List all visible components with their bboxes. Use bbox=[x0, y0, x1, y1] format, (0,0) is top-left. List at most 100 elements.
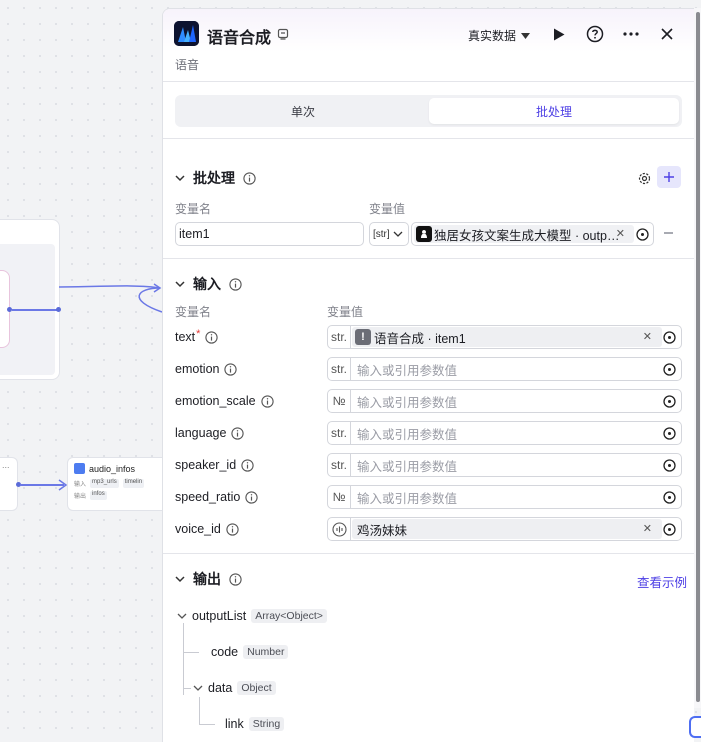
chevron-down-icon bbox=[175, 576, 185, 583]
tree-line bbox=[199, 697, 200, 725]
info-icon[interactable] bbox=[229, 572, 242, 586]
reference-text: 语音合成 · item1 bbox=[374, 331, 466, 346]
col-label-value: 变量值 bbox=[369, 202, 406, 216]
chevron-down-icon bbox=[175, 281, 185, 288]
param-name: emotion bbox=[175, 362, 220, 376]
clear-value-icon[interactable]: ✕ bbox=[642, 523, 652, 535]
mini-node-title: audio_infos bbox=[74, 463, 170, 474]
info-icon[interactable] bbox=[226, 522, 239, 536]
required-marker: * bbox=[196, 328, 201, 340]
info-icon[interactable] bbox=[231, 426, 245, 440]
divider bbox=[163, 138, 694, 139]
play-icon bbox=[554, 28, 565, 40]
info-icon[interactable] bbox=[229, 277, 242, 291]
help-icon bbox=[586, 25, 604, 43]
reference-target-icon[interactable] bbox=[663, 523, 676, 536]
output-name: data bbox=[208, 681, 233, 695]
output-tree-item[interactable]: data Object bbox=[193, 681, 276, 695]
param-label-speaker-id: speaker_id bbox=[175, 458, 254, 472]
mini-row-label: 输出 bbox=[74, 494, 87, 500]
plus-icon bbox=[664, 172, 674, 182]
type-indicator: № bbox=[328, 486, 351, 508]
data-source-select[interactable]: 真实数据 bbox=[468, 27, 531, 44]
reference-target-icon[interactable] bbox=[663, 459, 676, 472]
tab-batch[interactable]: 批处理 bbox=[429, 98, 679, 124]
reference-target-icon[interactable] bbox=[663, 395, 676, 408]
more-options-button[interactable] bbox=[620, 23, 642, 45]
reference-target-icon[interactable] bbox=[636, 228, 649, 241]
info-icon[interactable] bbox=[245, 490, 258, 504]
see-example-link[interactable]: 查看示例 bbox=[637, 576, 688, 590]
tts-logo-icon bbox=[174, 21, 199, 46]
language-field[interactable]: str. 输入或引用参数值 bbox=[327, 421, 682, 445]
output-tree-item[interactable]: link String bbox=[225, 717, 285, 731]
param-label-emotion-scale: emotion_scale bbox=[175, 394, 274, 408]
remove-batch-row-button[interactable] bbox=[664, 232, 673, 234]
tree-line bbox=[183, 623, 184, 695]
voice-chip: 鸡汤妹妹 bbox=[352, 519, 662, 539]
placeholder-text: 输入或引用参数值 bbox=[357, 459, 458, 474]
input-heading: 输入 bbox=[193, 276, 221, 292]
reference-target-icon[interactable] bbox=[663, 427, 676, 440]
emotion-field[interactable]: str. 输入或引用参数值 bbox=[327, 357, 682, 381]
reference-target-icon[interactable] bbox=[663, 331, 676, 344]
chevron-down-icon bbox=[175, 175, 185, 182]
audio-infos-node[interactable]: audio_infos 输入 mp3_urls timelin 输出 infos bbox=[67, 457, 177, 511]
output-section-header[interactable]: 输出 bbox=[175, 569, 242, 589]
info-icon[interactable] bbox=[241, 458, 254, 472]
output-tree-item[interactable]: outputList Array<Object> bbox=[177, 609, 327, 623]
more-dots-icon bbox=[623, 32, 639, 36]
tab-single[interactable]: 单次 bbox=[290, 104, 315, 119]
settings-gear-icon[interactable] bbox=[638, 172, 651, 185]
info-icon[interactable] bbox=[224, 362, 238, 376]
panel-scrollbar-thumb[interactable] bbox=[696, 12, 700, 702]
edge-line bbox=[12, 309, 58, 311]
edit-title-icon[interactable] bbox=[277, 28, 289, 40]
close-button[interactable] bbox=[656, 23, 678, 45]
batch-type-select[interactable]: [str] bbox=[369, 222, 409, 246]
port-dot[interactable] bbox=[56, 307, 61, 312]
clear-value-icon[interactable]: ✕ bbox=[642, 331, 652, 343]
code-node-icon bbox=[74, 463, 85, 474]
batch-reference-field[interactable]: 独居女孩文案生成大模型 · outp… ✕ bbox=[411, 222, 654, 246]
reference-target-icon[interactable] bbox=[663, 491, 676, 504]
add-batch-button[interactable] bbox=[657, 166, 681, 188]
clear-reference-icon[interactable]: ✕ bbox=[615, 228, 625, 240]
info-icon[interactable] bbox=[243, 171, 256, 185]
output-heading: 输出 bbox=[193, 571, 221, 587]
info-icon[interactable] bbox=[205, 330, 219, 344]
run-button[interactable] bbox=[548, 23, 570, 45]
speed-ratio-field[interactable]: № 输入或引用参数值 bbox=[327, 485, 682, 509]
tree-line bbox=[183, 688, 191, 689]
panel-title: 语音合成 bbox=[207, 30, 272, 47]
batch-variable-name-input[interactable]: item1 bbox=[175, 222, 364, 246]
type-indicator: str. bbox=[328, 422, 351, 444]
panel-header: 语音合成 语音 真实数据 bbox=[163, 9, 694, 82]
type-indicator: str. bbox=[328, 358, 351, 380]
chevron-down-icon[interactable] bbox=[193, 683, 203, 693]
param-name: speaker_id bbox=[175, 458, 237, 472]
emotion-scale-field[interactable]: № 输入或引用参数值 bbox=[327, 389, 682, 413]
voice-id-field[interactable]: 鸡汤妹妹 ✕ bbox=[327, 517, 682, 541]
data-source-label: 真实数据 bbox=[468, 29, 517, 43]
placeholder-text: 输入或引用参数值 bbox=[357, 363, 458, 378]
divider bbox=[163, 258, 694, 259]
floating-assistant-button[interactable] bbox=[689, 716, 701, 738]
port-dot[interactable] bbox=[7, 307, 12, 312]
info-icon[interactable] bbox=[260, 394, 274, 408]
param-name: speed_ratio bbox=[175, 490, 241, 504]
output-tree-item[interactable]: code Number bbox=[211, 645, 289, 659]
help-button[interactable] bbox=[584, 23, 606, 45]
reference-target-icon[interactable] bbox=[663, 363, 676, 376]
chevron-down-icon[interactable] bbox=[177, 611, 187, 621]
reference-chip: 独居女孩文案生成大模型 · outp… bbox=[414, 225, 634, 243]
mini-tag: timelin bbox=[122, 479, 145, 488]
param-label-voice-id: voice_id bbox=[175, 522, 239, 536]
mini-node-title-text: audio_infos bbox=[89, 463, 136, 474]
batch-section-header[interactable]: 批处理 bbox=[175, 168, 256, 188]
input-section-header[interactable]: 输入 bbox=[175, 274, 242, 294]
tree-line bbox=[183, 652, 199, 653]
port-dot[interactable] bbox=[16, 482, 21, 487]
text-field[interactable]: str. ! 语音合成 · item1 ✕ bbox=[327, 325, 682, 349]
speaker-id-field[interactable]: str. 输入或引用参数值 bbox=[327, 453, 682, 477]
